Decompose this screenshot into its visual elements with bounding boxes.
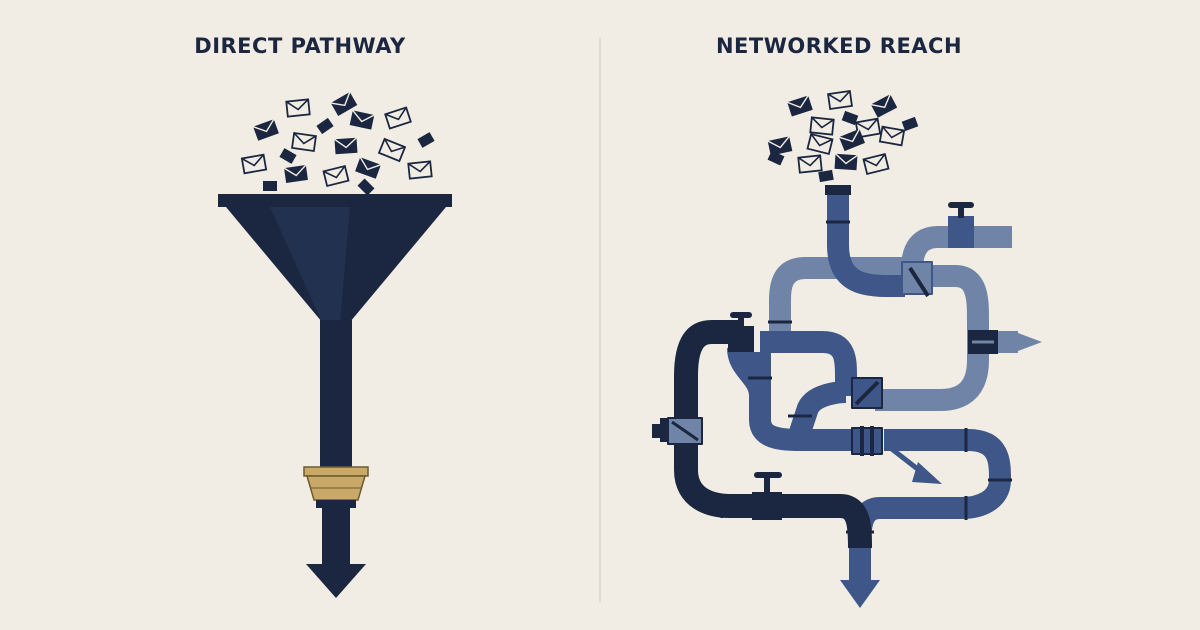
diagonal-arrow-icon (912, 462, 942, 484)
envelope-icon (862, 153, 890, 175)
envelope-pile-left (240, 91, 435, 196)
envelope-pile-right (766, 90, 919, 183)
envelope-icon (878, 125, 906, 147)
envelope-icon (279, 148, 297, 164)
right-arrow-icon (1018, 333, 1042, 351)
left-panel-title: DIRECT PATHWAY (194, 34, 406, 58)
slate-pipes (769, 226, 1018, 411)
valve-icon (968, 330, 998, 354)
funnel-icon (218, 194, 452, 598)
right-panel-title: NETWORKED REACH (715, 34, 963, 58)
envelope-icon (384, 106, 412, 130)
valve-icon (728, 312, 754, 352)
envelope-icon (252, 118, 280, 142)
valve-icon (752, 472, 782, 520)
envelope-icon (354, 156, 382, 180)
down-arrow-icon (840, 580, 880, 608)
envelope-icon (333, 137, 359, 155)
envelope-icon (348, 109, 376, 131)
envelope-icon (797, 154, 823, 174)
envelope-icon (818, 169, 834, 183)
envelope-icon (263, 181, 277, 191)
valve-icon (901, 261, 933, 298)
envelope-icon (407, 160, 433, 180)
envelope-icon (806, 133, 834, 155)
envelope-icon (240, 153, 268, 175)
envelope-icon (357, 178, 375, 196)
valve-icon (851, 377, 883, 409)
down-arrow-icon (306, 564, 366, 598)
envelope-icon (901, 116, 919, 132)
blue-pipes (727, 192, 1011, 582)
envelope-icon (378, 138, 406, 162)
envelope-icon (417, 132, 435, 148)
valve-icon (851, 426, 883, 456)
envelope-icon (291, 132, 317, 152)
envelope-icon (833, 153, 859, 171)
funnel-rim (218, 194, 452, 207)
envelope-icon (285, 98, 311, 118)
pipe-network-icon (652, 185, 1042, 608)
envelope-icon (283, 164, 309, 184)
valve-icon (652, 417, 703, 445)
envelope-icon (809, 116, 835, 136)
envelope-icon (870, 93, 898, 119)
funnel-spout (320, 320, 352, 470)
valve-icon (948, 202, 974, 248)
envelope-icon (316, 117, 334, 135)
pipe-flanges (674, 220, 1012, 534)
envelope-icon (827, 90, 853, 110)
envelope-icon (322, 165, 350, 187)
envelope-icon (786, 94, 814, 118)
funnel-collar (303, 466, 369, 508)
